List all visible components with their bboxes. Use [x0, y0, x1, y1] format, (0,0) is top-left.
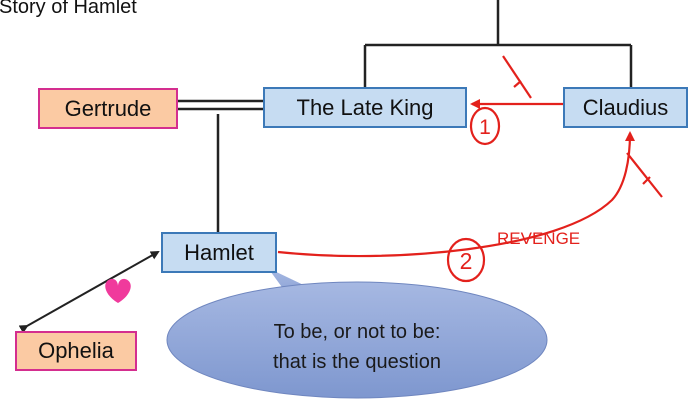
- revenge-arrow: [277, 131, 635, 258]
- step2-label: 2: [460, 248, 473, 274]
- speech-bubble: [166, 268, 548, 399]
- diagram-title: Story of Hamlet: [0, 0, 137, 18]
- speech-text: To be, or not to be: that is the questio…: [187, 317, 527, 377]
- love-arrow: [18, 251, 160, 334]
- hamlet-box: Hamlet: [161, 232, 277, 273]
- step1-label: 1: [479, 116, 491, 139]
- speech-line-2: that is the question: [273, 351, 441, 373]
- step1-circle: [469, 106, 501, 146]
- claudius-tick-lower: [642, 176, 651, 185]
- gertrude-box: Gertrude: [38, 88, 178, 129]
- claudius-dash-lower: [626, 152, 663, 198]
- step2-circle: [446, 237, 486, 283]
- ophelia-box: Ophelia: [15, 331, 137, 371]
- claudius-tick-upper: [513, 80, 522, 88]
- revenge-label: REVENGE: [497, 229, 581, 248]
- red-annotations: [277, 55, 663, 283]
- heart-icon: [105, 278, 131, 303]
- speech-line-1: To be, or not to be:: [273, 321, 441, 343]
- claudius-dash-upper: [502, 55, 532, 99]
- late-king-box: The Late King: [263, 87, 467, 128]
- claudius-box: Claudius: [563, 87, 688, 128]
- family-tree-connectors: [178, 0, 633, 232]
